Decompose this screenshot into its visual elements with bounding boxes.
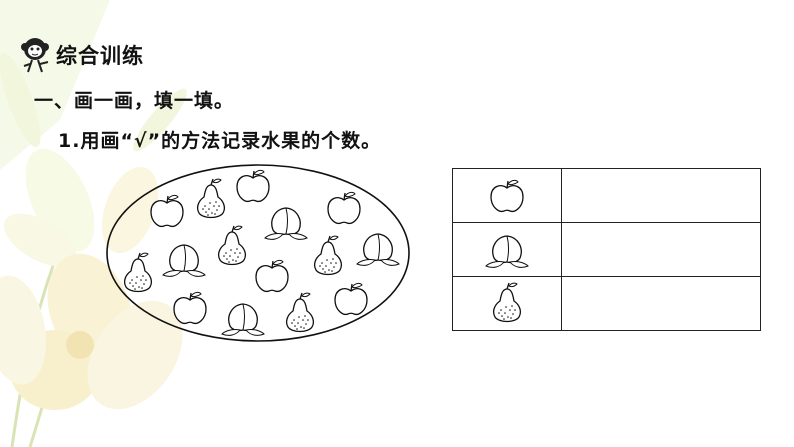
pear-icon (285, 292, 315, 333)
section-heading: 综合训练 (18, 36, 144, 74)
peach-icon (485, 234, 529, 268)
apple-icon (255, 259, 289, 293)
tally-icon-cell (452, 222, 562, 277)
peach-icon (356, 233, 400, 267)
apple-icon (490, 179, 524, 212)
question-item-text: 1.用画“√”的方法记录水果的个数。 (58, 130, 382, 152)
tally-row-apple (452, 168, 761, 223)
tally-row-peach (452, 222, 761, 277)
apple-icon (236, 169, 270, 203)
apple-icon (173, 291, 207, 325)
tally-icon-cell (452, 168, 562, 223)
apple-icon (150, 194, 184, 228)
tally-row-pear (452, 276, 761, 331)
fruit-basket-oval (106, 164, 410, 342)
tally-icon-cell (452, 276, 562, 331)
apple-icon (334, 282, 368, 316)
pear-icon (196, 178, 226, 219)
peach-icon (162, 244, 206, 278)
fruit-picture (106, 164, 410, 342)
tally-answer-cell-peach[interactable] (561, 222, 761, 277)
pear-icon (492, 281, 522, 322)
tally-answer-cell-apple[interactable] (561, 168, 761, 223)
pear-icon (123, 252, 153, 293)
tally-answer-cell-pear[interactable] (561, 276, 761, 331)
pear-icon (313, 235, 343, 276)
tally-table (452, 168, 761, 331)
monkey-mascot-icon (21, 38, 49, 73)
peach-icon (264, 207, 308, 241)
peach-icon (221, 303, 265, 337)
pear-icon (217, 225, 247, 266)
apple-icon (327, 191, 361, 225)
question-part-heading: 一、画一画，填一填。 (34, 90, 235, 112)
section-title: 综合训练 (56, 44, 144, 68)
fruit-layer (123, 169, 400, 337)
